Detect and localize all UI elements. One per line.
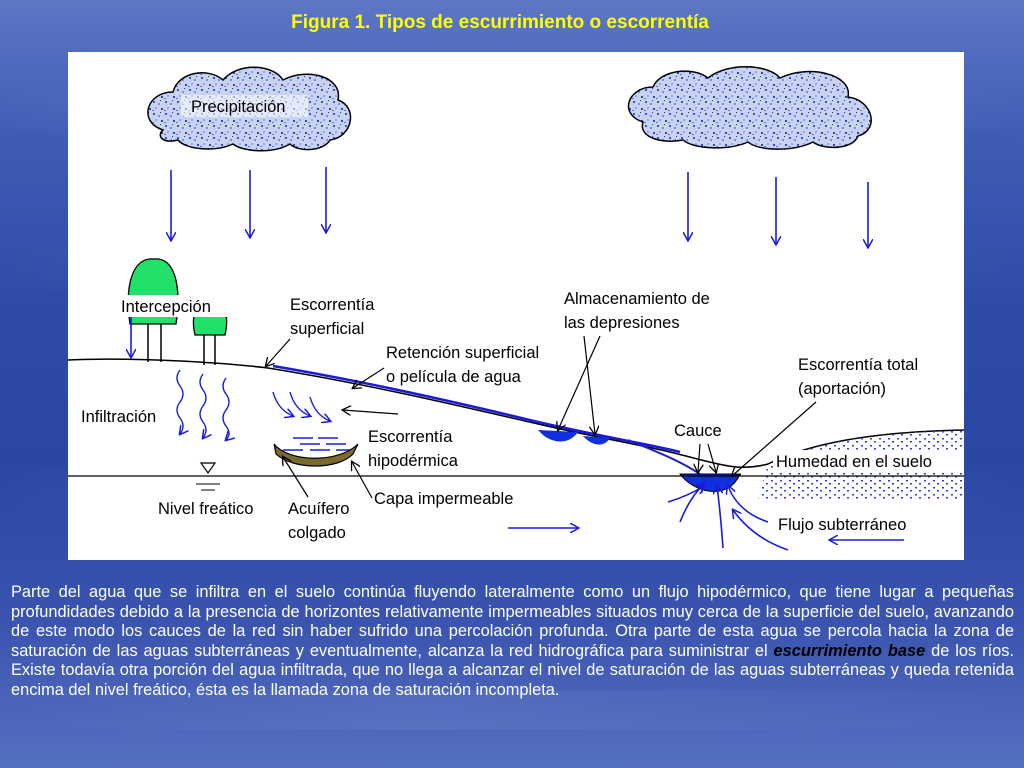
depression-storage-label-2: las depresiones — [564, 314, 680, 332]
groundwater-flow-label: Flujo subterráneo — [778, 516, 906, 534]
surface-runoff-label-1: Escorrentía — [290, 296, 375, 314]
cloud-left — [147, 66, 352, 152]
impermeable-layer-label: Capa impermeable — [374, 490, 513, 508]
precipitation-label: Precipitación — [191, 98, 285, 116]
rain-arrows — [171, 167, 868, 247]
hypodermic-runoff-label-2: hipodérmica — [368, 452, 459, 470]
surface-retention-label-2: o película de agua — [386, 368, 522, 386]
depression-storage-label-1: Almacenamiento de — [564, 290, 710, 308]
diagram-svg: Precipitación Intercepción Humedad en el… — [68, 66, 964, 551]
surface-retention-label-1: Retención superficial — [386, 344, 539, 362]
caption-emphasis: escurrimiento base — [773, 641, 926, 660]
infiltration-arrows — [176, 369, 229, 440]
perched-aquifer-label-2: colgado — [288, 524, 346, 542]
water-table-symbol — [199, 462, 217, 475]
interception-label: Intercepción — [121, 298, 211, 316]
perched-aquifer — [273, 437, 359, 467]
water-table-label: Nivel freático — [158, 500, 253, 518]
infiltration-label: Infiltración — [81, 408, 156, 426]
caption-part-1: Parte del agua que se infiltra en el sue… — [11, 583, 1014, 660]
depression-1 — [538, 430, 578, 442]
figure-title: Figura 1. Tipos de escurrimiento o escor… — [291, 12, 709, 33]
hypodermic-arrows — [272, 391, 330, 421]
perched-aquifer-label-1: Acuífero — [288, 500, 349, 518]
runoff-diagram: Precipitación Intercepción Humedad en el… — [68, 52, 964, 560]
soil-moisture-label: Humedad en el suelo — [776, 453, 932, 471]
total-runoff-label-1: Escorrentía total — [798, 356, 918, 374]
cloud-right — [627, 66, 872, 150]
surface-runoff-label-2: superficial — [290, 320, 364, 338]
channel-label: Cauce — [674, 422, 722, 440]
depression-2 — [583, 436, 610, 445]
caption-part-2: de los ríos. Existe todavía otra porción… — [11, 641, 1014, 699]
hypodermic-runoff-label-1: Escorrentía — [368, 428, 453, 446]
caption-text: Parte del agua que se infiltra en el sue… — [11, 583, 1014, 701]
interception-label-bg — [120, 295, 230, 317]
groundwater-flow-arrows — [508, 484, 904, 551]
total-runoff-label-2: (aportación) — [798, 380, 886, 398]
